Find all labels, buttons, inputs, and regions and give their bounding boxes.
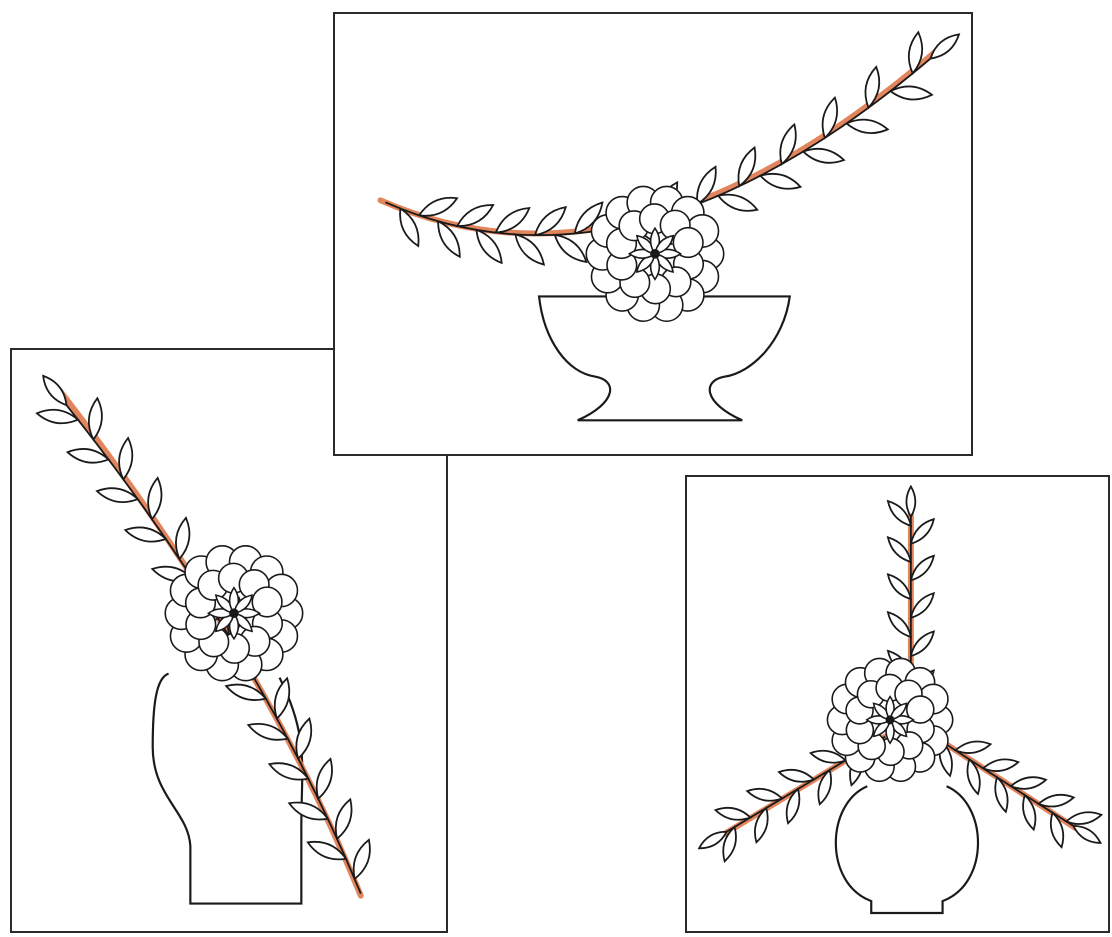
leaf <box>911 631 934 656</box>
leaf <box>317 759 332 799</box>
leaf <box>888 537 911 562</box>
leaf <box>888 612 911 637</box>
leaf <box>148 478 161 519</box>
leaf <box>803 149 844 163</box>
leaf <box>906 486 915 516</box>
leaf <box>296 719 311 759</box>
leaf <box>457 205 493 226</box>
leaf <box>419 198 457 216</box>
leaf <box>718 195 757 211</box>
leaf <box>911 556 934 581</box>
leaf <box>354 840 370 879</box>
triangular-arrangement-drawing <box>687 477 1108 931</box>
leaf <box>555 235 587 262</box>
leaf <box>1073 826 1100 843</box>
crescent-arrangement-panel <box>333 12 973 456</box>
leaf <box>747 789 782 801</box>
leaf <box>911 593 934 618</box>
leaf <box>911 519 934 544</box>
leaf <box>275 678 290 718</box>
leaf <box>119 438 132 479</box>
leaf <box>891 86 932 99</box>
leaf <box>847 120 888 133</box>
leaf <box>699 832 727 849</box>
leaf <box>515 234 544 264</box>
leaf <box>1039 795 1074 807</box>
flower-center <box>230 609 238 617</box>
leaf <box>496 208 530 233</box>
leaf <box>983 759 1018 771</box>
leaf <box>716 808 751 820</box>
leaf <box>176 518 190 559</box>
chrysanthemum-flower <box>165 546 302 681</box>
leaf <box>955 741 990 753</box>
chrysanthemum-flower <box>827 658 952 781</box>
leaf <box>476 230 501 263</box>
flower-center <box>651 250 659 258</box>
triangular-arrangement-panel <box>685 475 1110 933</box>
chrysanthemum-flower <box>586 186 723 321</box>
leaf <box>1066 812 1101 824</box>
round-vase <box>836 786 978 913</box>
leaf <box>888 574 911 599</box>
flower-center <box>886 716 893 723</box>
leaf <box>779 770 814 782</box>
leaf <box>760 174 800 189</box>
leaf <box>89 398 102 439</box>
leaf <box>930 34 959 58</box>
crescent-arrangement-drawing <box>335 14 971 454</box>
leaf <box>336 799 352 838</box>
leaf <box>1011 777 1046 789</box>
